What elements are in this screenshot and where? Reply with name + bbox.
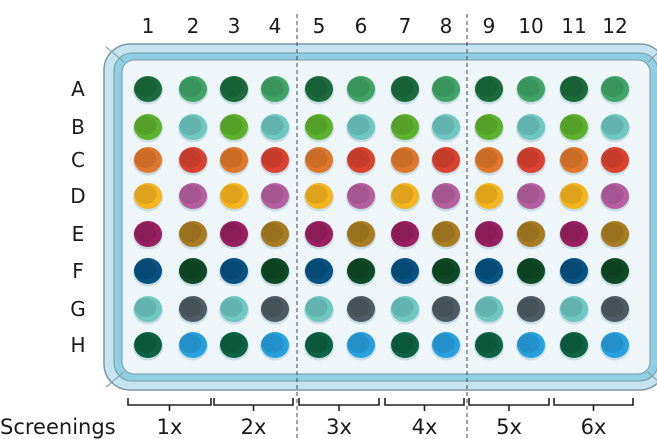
column-label-6: 6 xyxy=(355,14,368,38)
screening-label: 5x xyxy=(496,415,522,439)
column-label-3: 3 xyxy=(228,14,241,38)
screening-bracket xyxy=(214,398,293,411)
column-label-11: 11 xyxy=(561,14,586,38)
screening-group-5x: 5x xyxy=(469,398,549,439)
screening-label: 3x xyxy=(326,415,352,439)
column-label-9: 9 xyxy=(483,14,496,38)
screening-label: 4x xyxy=(412,415,438,439)
screening-group-2x: 2x xyxy=(214,398,293,439)
column-label-8: 8 xyxy=(440,14,453,38)
row-label-F: F xyxy=(72,259,84,283)
column-label-12: 12 xyxy=(602,14,627,38)
row-label-E: E xyxy=(72,222,85,246)
row-label-B: B xyxy=(71,115,85,139)
column-labels: 123456789101112 xyxy=(142,14,628,38)
screening-group-6x: 6x xyxy=(554,398,633,439)
column-label-4: 4 xyxy=(269,14,282,38)
screening-bracket xyxy=(385,398,464,411)
column-label-7: 7 xyxy=(399,14,412,38)
row-label-A: A xyxy=(71,77,85,101)
row-label-H: H xyxy=(70,333,85,357)
row-label-D: D xyxy=(70,184,85,208)
screening-label: 6x xyxy=(581,415,607,439)
column-label-10: 10 xyxy=(518,14,543,38)
column-label-1: 1 xyxy=(142,14,155,38)
screening-bracket xyxy=(299,398,379,411)
screening-label: 2x xyxy=(241,415,267,439)
screening-bracket xyxy=(128,398,211,411)
screening-group-4x: 4x xyxy=(385,398,464,439)
column-label-2: 2 xyxy=(187,14,200,38)
screening-bracket xyxy=(469,398,549,411)
column-label-5: 5 xyxy=(313,14,326,38)
screening-group-3x: 3x xyxy=(299,398,379,439)
row-label-G: G xyxy=(70,297,86,321)
row-label-C: C xyxy=(71,148,85,172)
screening-label: 1x xyxy=(157,415,183,439)
screenings-label: Screenings xyxy=(0,415,116,439)
screening-bracket xyxy=(554,398,633,411)
screening-group-1x: 1x xyxy=(128,398,211,439)
plate-inner-surface xyxy=(122,60,650,374)
screening-brackets: 1x 2x 3x 4x 5x 6x xyxy=(128,398,633,439)
